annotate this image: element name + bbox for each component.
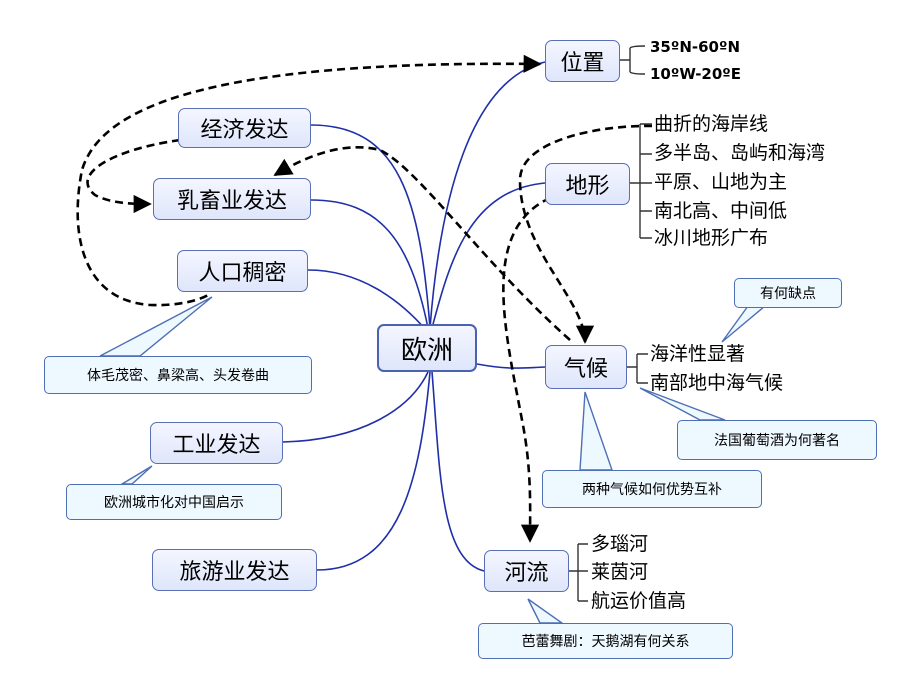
terrain-item-coastline: 曲折的海岸线 — [654, 113, 769, 135]
climate-item-maritime: 海洋性显著 — [650, 343, 746, 365]
node-climate[interactable]: 气候 — [545, 345, 627, 389]
river-item-navigation: 航运价值高 — [591, 590, 687, 612]
arrow-location-to-population — [76, 54, 542, 307]
bracket-rivers — [569, 543, 588, 602]
arrow-economy-to-dairy — [86, 138, 181, 214]
callout-wine[interactable]: 法国葡萄酒为何著名 — [677, 420, 877, 460]
node-tourism[interactable]: 旅游业发达 — [152, 549, 317, 591]
connector-dairy — [310, 199, 429, 329]
climate-item-mediterranean: 南部地中海气候 — [650, 372, 784, 394]
connector-location — [429, 61, 546, 329]
node-dairy[interactable]: 乳畜业发达 — [153, 178, 311, 220]
tail-complement — [579, 391, 613, 471]
bracket-climate — [627, 353, 648, 384]
bracket-location — [620, 45, 646, 75]
river-item-danube: 多瑙河 — [591, 533, 649, 555]
center-node-europe[interactable]: 欧洲 — [377, 324, 477, 372]
terrain-item-plains: 平原、山地为主 — [654, 171, 788, 193]
tail-industry — [119, 465, 153, 485]
arrow-climate-to-dairy — [273, 146, 571, 341]
river-item-rhine: 莱茵河 — [591, 561, 649, 583]
arrow-terrain-to-rivers — [502, 196, 551, 543]
connector-rivers — [431, 371, 485, 572]
tail-ballet — [527, 598, 565, 624]
location-longitude: 10ºW-20ºE — [650, 65, 742, 83]
node-population[interactable]: 人口稠密 — [177, 250, 308, 292]
connector-economy — [310, 124, 431, 329]
connector-climate — [476, 363, 546, 369]
terrain-item-glacial: 冰川地形广布 — [654, 227, 769, 249]
connector-industry — [282, 371, 429, 443]
connector-terrain — [431, 182, 546, 329]
tail-drawback — [721, 305, 767, 343]
terrain-item-peninsulas: 多半岛、岛屿和海湾 — [654, 142, 826, 164]
callout-population-traits[interactable]: 体毛茂密、鼻梁高、头发卷曲 — [44, 356, 312, 394]
node-economy[interactable]: 经济发达 — [178, 108, 311, 148]
location-latitude: 35ºN-60ºN — [650, 38, 740, 56]
bracket-terrain — [630, 123, 652, 239]
arrow-coastline-to-climate — [518, 124, 653, 344]
node-rivers[interactable]: 河流 — [484, 550, 569, 592]
node-industry[interactable]: 工业发达 — [150, 422, 283, 464]
callout-urbanization[interactable]: 欧洲城市化对中国启示 — [66, 484, 282, 520]
callout-climate-complement[interactable]: 两种气候如何优势互补 — [542, 470, 762, 508]
terrain-item-elevation: 南北高、中间低 — [654, 200, 788, 222]
connector-population — [307, 269, 427, 331]
node-terrain[interactable]: 地形 — [545, 163, 630, 205]
callout-ballet[interactable]: 芭蕾舞剧：天鹅湖有何关系 — [478, 623, 733, 659]
callout-climate-drawback[interactable]: 有何缺点 — [734, 278, 842, 308]
node-location[interactable]: 位置 — [545, 40, 620, 82]
connector-tourism — [316, 371, 431, 571]
